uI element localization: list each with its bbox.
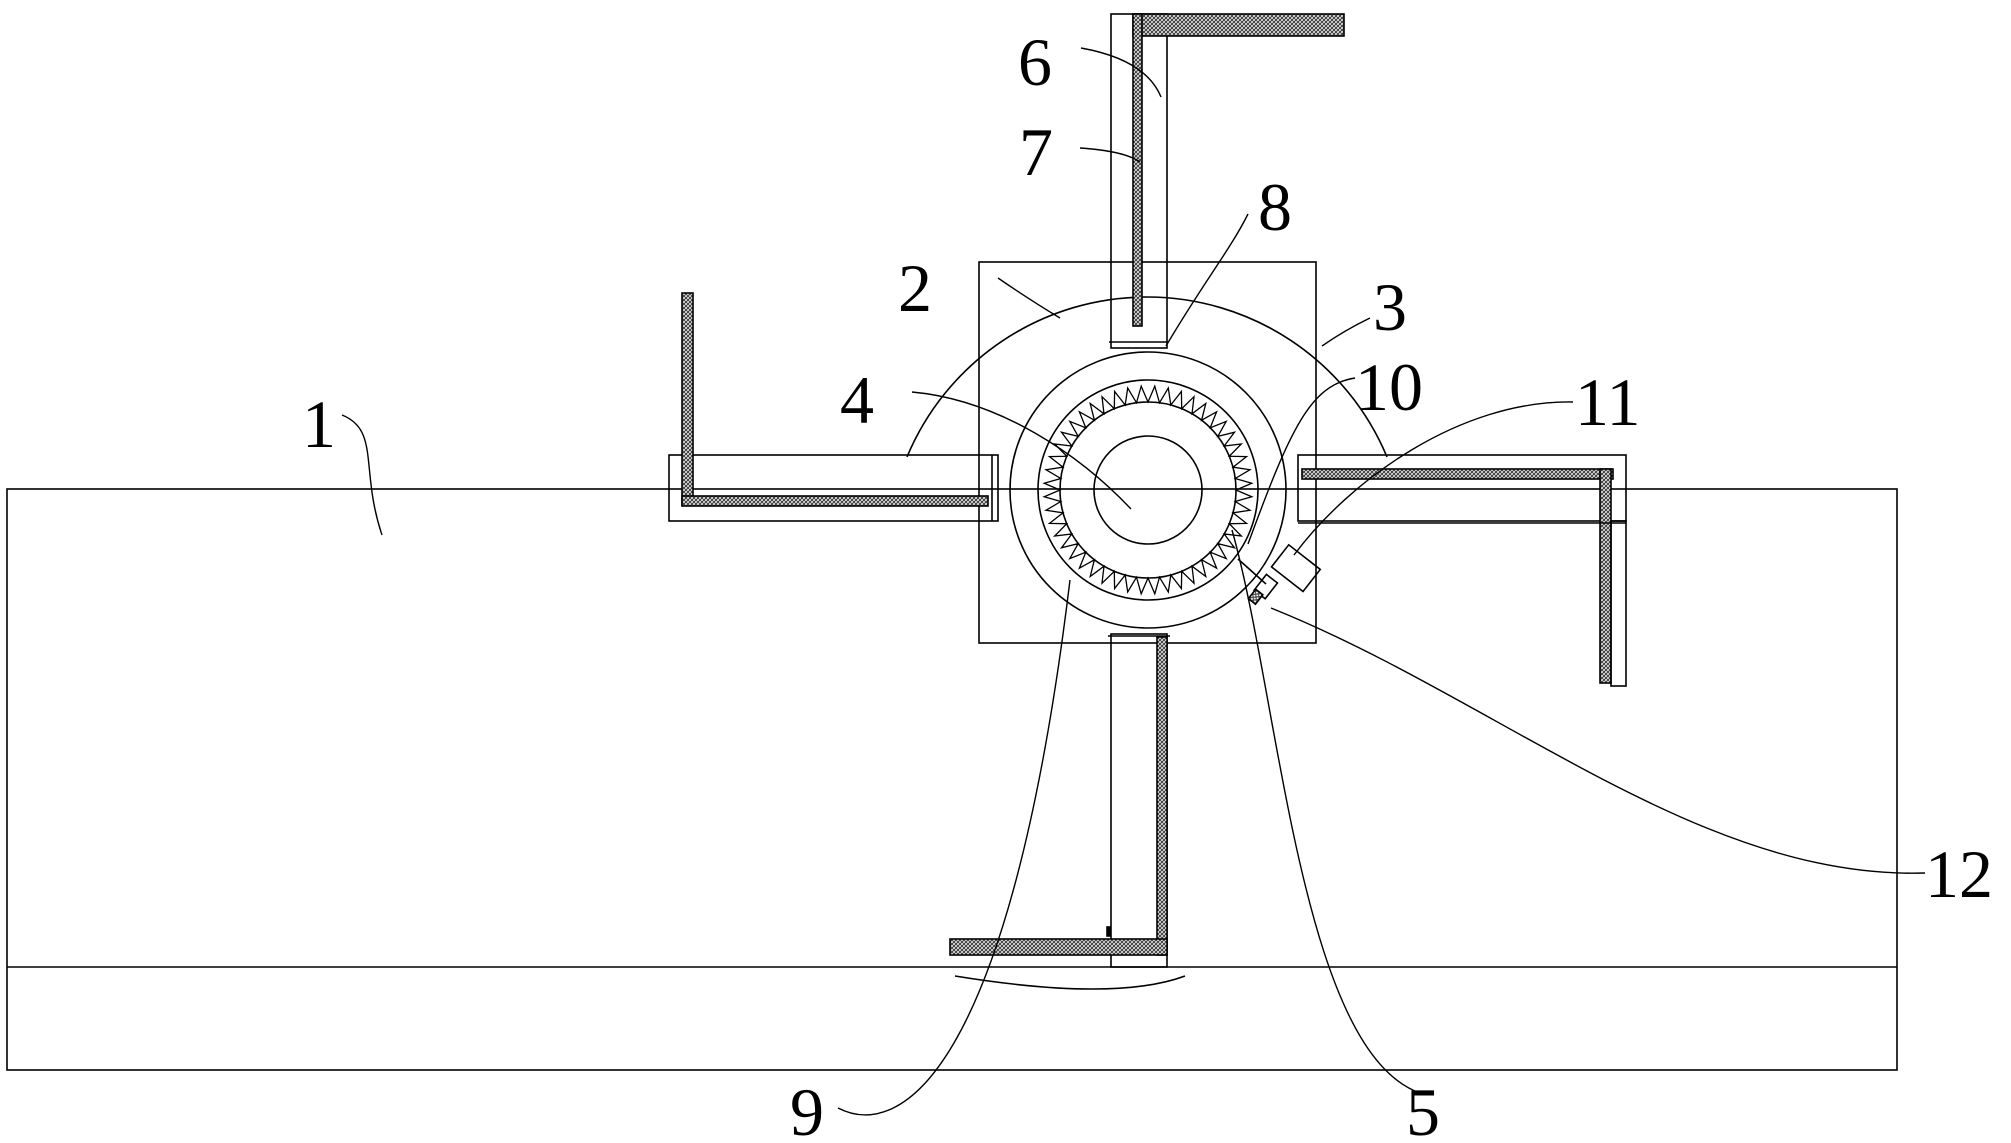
outer-ring <box>1009 351 1287 629</box>
central-housing <box>978 261 1317 644</box>
leader-6 <box>1080 47 1162 98</box>
label-8: 8 <box>1258 169 1292 245</box>
rotation-arc <box>906 296 1388 458</box>
leader-4 <box>911 391 1132 510</box>
label-4: 4 <box>840 362 874 438</box>
leader-3 <box>1321 317 1371 347</box>
gear-tooth-profile <box>1042 384 1254 596</box>
lower-arc <box>954 975 1186 990</box>
label-12: 12 <box>1925 836 1993 912</box>
label-2: 2 <box>898 250 932 326</box>
label-7: 7 <box>1019 114 1053 190</box>
label-5: 5 <box>1406 1074 1440 1143</box>
locking-device <box>1237 543 1322 606</box>
label-9: 9 <box>790 1074 824 1143</box>
leader-1 <box>341 414 383 536</box>
label-3: 3 <box>1373 269 1407 345</box>
reference-labels: 1 2 3 4 5 6 7 8 9 10 11 12 <box>302 24 1993 1143</box>
inner-ring <box>1037 379 1259 601</box>
shaft <box>1093 435 1203 545</box>
gear-teeth <box>1042 384 1254 596</box>
leader-8 <box>1165 213 1249 347</box>
base-plate <box>6 488 1898 1071</box>
leader-2 <box>997 277 1061 319</box>
leader-7 <box>1079 147 1141 163</box>
label-11: 11 <box>1575 364 1640 440</box>
bottom-arm <box>949 633 1170 968</box>
leader-12 <box>1270 607 1926 874</box>
top-arm <box>1109 13 1345 349</box>
left-arm <box>668 292 999 522</box>
gear-root-circle <box>1059 401 1237 579</box>
leader-lines <box>341 47 1926 1116</box>
leader-5 <box>1231 529 1421 1094</box>
right-arm <box>1297 454 1627 687</box>
label-6: 6 <box>1018 24 1052 100</box>
leader-10 <box>1247 377 1356 545</box>
leader-11 <box>1293 401 1574 556</box>
label-1: 1 <box>302 386 336 462</box>
label-10: 10 <box>1355 349 1423 425</box>
leader-9 <box>837 579 1071 1116</box>
